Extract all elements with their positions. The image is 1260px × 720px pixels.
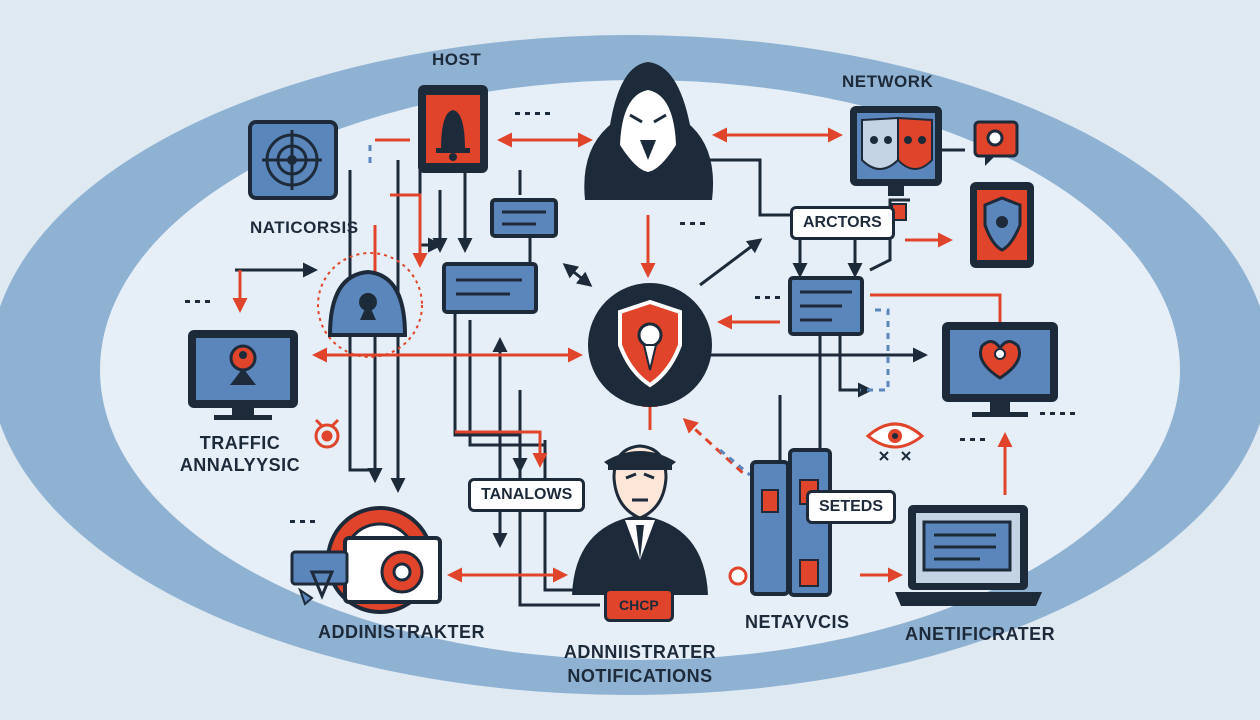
server-stack-icon [728, 448, 832, 597]
host-alarm-icon [418, 85, 488, 173]
alert-target-icon [314, 418, 340, 449]
red-connectors [232, 127, 1013, 583]
monitor-left-icon [188, 330, 298, 420]
radar-scanner-icon [290, 506, 442, 614]
target-icon [248, 120, 338, 200]
label-network: NETWORK [842, 72, 934, 91]
lock-dome-icon [317, 252, 423, 358]
eye-icon [865, 422, 925, 461]
message-box-right [788, 276, 864, 336]
label-naticorsis: NATICORSIS [250, 218, 359, 237]
masks-monitor-icon [850, 106, 942, 196]
tag-tanalows: TANALOWS [468, 478, 586, 512]
label-adnistrater: ADDINISTRAKTER [318, 622, 485, 642]
tag-seteds: SETEDS [806, 490, 897, 524]
label-traffic-line2: ANNALYYSIC [179, 455, 301, 475]
label-admin-line2: NOTIFICATIONS [567, 666, 713, 686]
label-anetificrater: ANETIFICRATER [905, 624, 1056, 644]
laptop-icon [895, 505, 1042, 606]
message-box-top [490, 198, 558, 238]
tag-arctors: ARCTORS [790, 206, 895, 240]
label-traffic-analysis: TRAFFIC ANNALYYSIC [170, 432, 310, 476]
dashed-lines [368, 145, 890, 477]
dot-groups [185, 112, 1075, 523]
label-admin-notifications: ADNNIISTRATER NOTIFICATIONS [555, 640, 725, 688]
chat-alert-icon [973, 120, 1019, 166]
label-netayvcis: NETAYVCIS [745, 612, 850, 632]
central-shield-icon [588, 283, 712, 407]
hooded-attacker-icon [584, 62, 714, 200]
label-host: HOST [432, 50, 482, 69]
message-box-left [442, 262, 538, 314]
tag-chcp: CHCP [604, 588, 674, 622]
officer-administrator-icon [572, 444, 708, 595]
shield-tablet-icon [970, 182, 1034, 268]
monitor-right-icon [942, 322, 1058, 417]
label-traffic-line1: TRAFFIC [199, 433, 281, 453]
label-admin-line1: ADNNIISTRATER [563, 642, 717, 662]
